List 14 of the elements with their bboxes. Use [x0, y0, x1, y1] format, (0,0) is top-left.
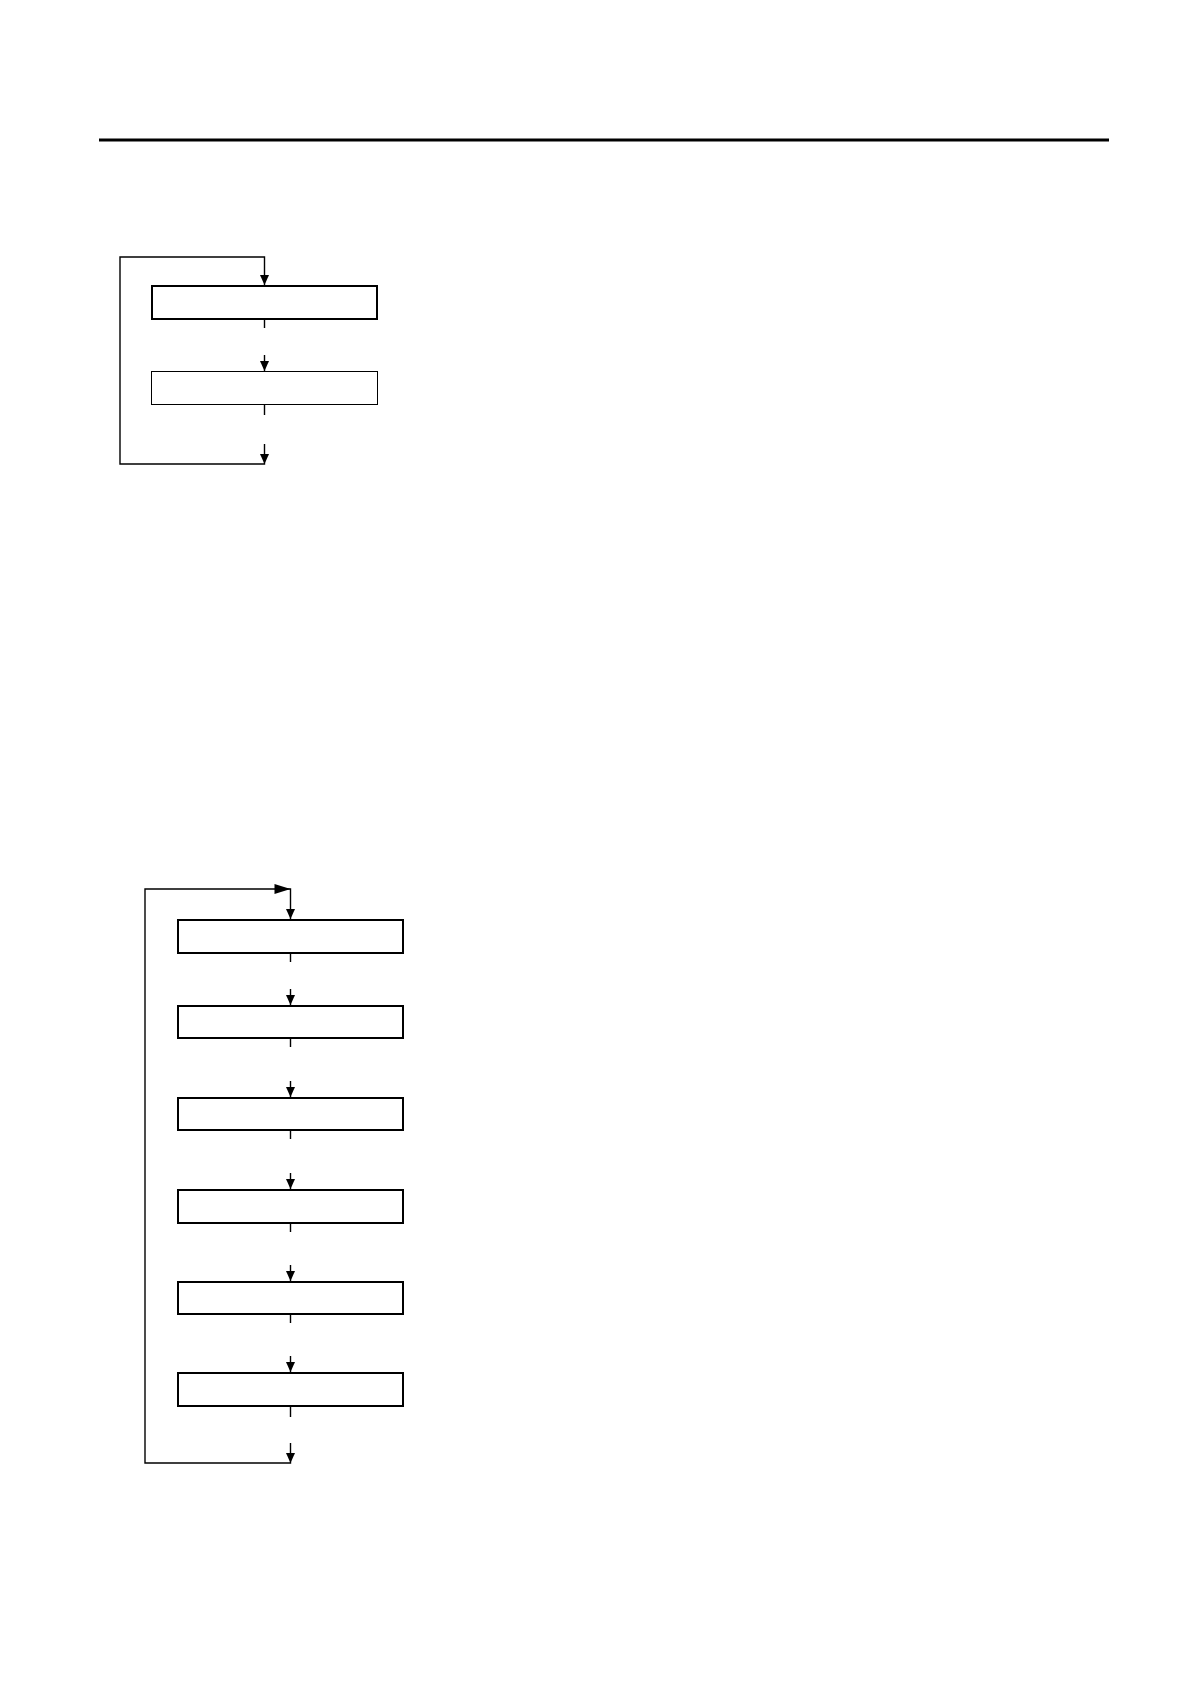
process-box [177, 1189, 404, 1224]
arrow [286, 1314, 295, 1373]
process-box [177, 1372, 404, 1407]
process-box [177, 1097, 404, 1131]
arrow [286, 1223, 295, 1282]
process-box [177, 1281, 404, 1315]
process-box [177, 919, 404, 954]
process-box [151, 285, 378, 320]
process-box [177, 1005, 404, 1039]
arrow [260, 319, 269, 372]
arrow [286, 1130, 295, 1190]
arrow [286, 953, 295, 1006]
arrow [286, 1038, 295, 1098]
process-box [151, 371, 378, 405]
